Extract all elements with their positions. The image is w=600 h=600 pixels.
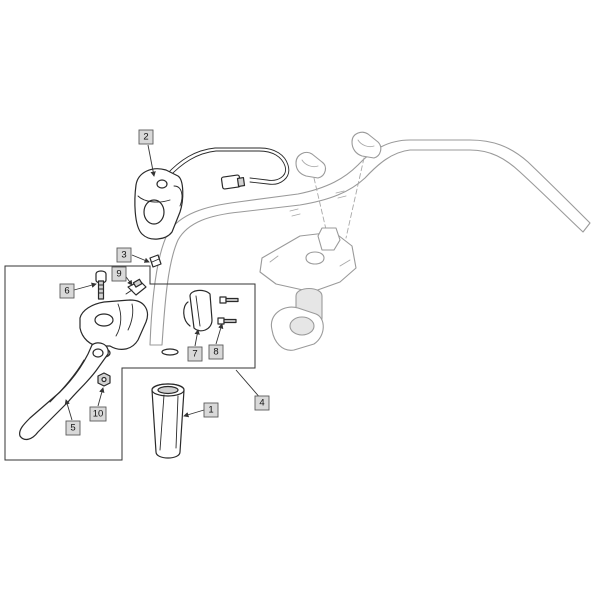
- callout-6-label: 6: [64, 286, 69, 297]
- handlebar-end: [161, 348, 179, 356]
- top-clamp-ghost-right: [351, 131, 382, 159]
- clamp-7: [183, 289, 213, 332]
- screws-8: [217, 296, 239, 325]
- callout-2-label: 2: [143, 132, 148, 143]
- callout-10-label: 10: [93, 409, 104, 420]
- lever-assembly-group-box: [4, 265, 256, 461]
- callout-3-label: 3: [121, 250, 126, 261]
- callout-1: 1: [203, 402, 219, 418]
- callout-5-label: 5: [70, 423, 75, 434]
- callout-6: 6: [59, 283, 75, 299]
- callout-8: 8: [208, 344, 224, 360]
- callout-5: 5: [65, 420, 81, 436]
- callout-1-label: 1: [208, 405, 213, 416]
- callout-3: 3: [116, 247, 132, 263]
- handlebar-ghost: [149, 139, 591, 346]
- callout-7: 7: [187, 346, 203, 362]
- pin-fitting-3: [149, 254, 162, 268]
- callout-8-label: 8: [213, 347, 218, 358]
- callout-9: 9: [111, 266, 127, 282]
- switch-housing: [134, 147, 290, 240]
- callout-10: 10: [89, 406, 107, 422]
- callout-4: 4: [254, 395, 270, 411]
- callout-9-label: 9: [116, 269, 121, 280]
- callout-2: 2: [138, 129, 154, 145]
- grip-1: [151, 383, 185, 459]
- switch-9: [125, 278, 147, 296]
- callout-7-label: 7: [192, 349, 197, 360]
- top-clamp-ghost-left: [295, 151, 327, 179]
- nut-10: [97, 372, 111, 387]
- bolt-6: [95, 270, 107, 300]
- riser-assembly-ghost: [259, 227, 357, 351]
- clutch-lever-5: [19, 342, 109, 441]
- callout-4-label: 4: [259, 398, 264, 409]
